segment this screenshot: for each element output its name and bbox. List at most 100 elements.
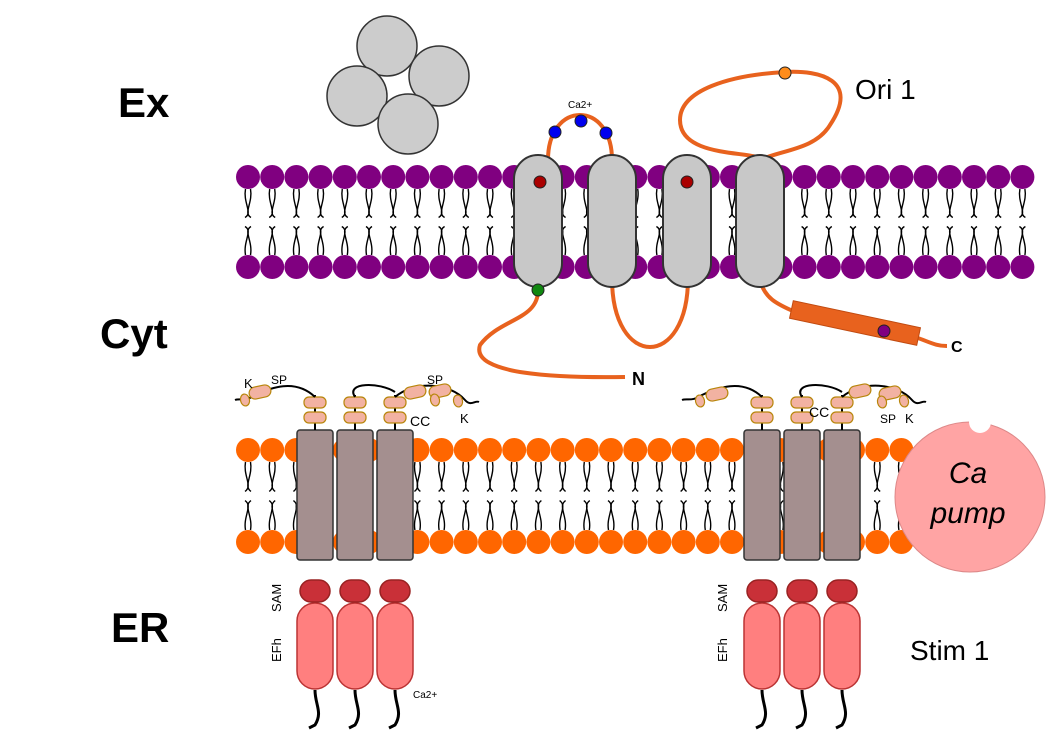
stim-tail-bead	[452, 394, 464, 408]
ca-pump-line-2: pump	[929, 497, 1005, 530]
er-lipid-tail	[486, 461, 494, 531]
cc-domain	[830, 411, 854, 424]
sam-domain	[746, 579, 778, 603]
er-lipid-head	[574, 438, 599, 462]
er-lipid-tail	[244, 461, 252, 531]
er-lipid-head	[695, 530, 720, 554]
er-lipid-head	[526, 530, 551, 554]
plasma-lipid-head	[962, 255, 986, 279]
orai-helix-3	[662, 154, 712, 288]
er-lipid-tail	[704, 461, 712, 531]
plasma-lipid-head	[937, 165, 962, 189]
ca-ion-dot-icon	[548, 125, 562, 139]
cc-domain	[383, 411, 407, 424]
plasma-lipid-head	[841, 165, 865, 189]
efh-domain	[743, 602, 781, 690]
plasma-lipid-head	[381, 165, 406, 189]
stim-sp-label-right: SP	[880, 412, 896, 426]
sam-domain	[339, 579, 371, 603]
orai-helix-2	[587, 154, 637, 288]
orai-extracellular-loop-2	[677, 69, 843, 162]
plasma-lipid-tail	[946, 188, 954, 256]
stim-tail-bead	[239, 393, 251, 407]
er-lipid-head	[236, 530, 260, 554]
plasma-lipid-tail	[341, 188, 349, 256]
plasma-lipid-tail	[389, 188, 397, 256]
er-lipid-tail	[607, 461, 615, 531]
plasma-lipid-tail	[268, 188, 276, 256]
er-lipid-head	[478, 530, 502, 554]
plasma-lipid-head	[308, 165, 333, 189]
stim-monomer	[823, 395, 861, 730]
stim-transmembrane	[336, 429, 374, 561]
plasma-lipid-tail	[1018, 188, 1027, 256]
er-lipid-head	[429, 438, 454, 462]
stim-tail-bead	[403, 384, 427, 400]
plasma-lipid-head	[937, 255, 962, 279]
stim-transmembrane	[376, 429, 414, 561]
plasma-lipid-head	[1010, 255, 1035, 279]
er-lipid-head	[260, 438, 285, 462]
er-lipid-head	[599, 438, 623, 462]
plasma-lipid-head	[381, 255, 406, 279]
stim-monomer	[336, 395, 374, 730]
stim-sam-label-left: SAM	[269, 584, 284, 612]
plasma-lipid-head	[332, 165, 357, 189]
sam-domain	[299, 579, 331, 603]
stim-tail-bead	[705, 386, 729, 402]
plasma-lipid-head	[308, 255, 333, 279]
plasma-lipid-head	[865, 255, 890, 279]
stim-sp-label-left: SP	[271, 373, 287, 387]
stim-k-label-right: K	[905, 411, 914, 426]
stim-ca-label: Ca2+	[413, 690, 437, 701]
plasma-lipid-head	[792, 255, 817, 279]
plasma-lipid-head	[405, 165, 430, 189]
er-lipid-head	[478, 438, 502, 462]
plasma-lipid-head	[332, 255, 357, 279]
plasma-lipid-tail	[655, 188, 664, 256]
er-lipid-head	[671, 530, 696, 554]
er-lipid-tail	[631, 461, 639, 531]
plasma-lipid-head	[284, 255, 309, 279]
stim-c-terminal-tails	[681, 383, 927, 409]
plasma-lipid-head	[405, 255, 430, 279]
er-lipid-tail	[437, 461, 446, 531]
plasma-lipid-tail	[897, 188, 906, 256]
er-lipid-head	[623, 530, 648, 554]
residue-dot-icon	[533, 175, 547, 189]
plasma-lipid-tail	[970, 188, 978, 256]
stim-name: Stim 1	[910, 635, 989, 666]
sam-domain	[826, 579, 858, 603]
plasma-lipid-tail	[994, 188, 1002, 256]
plasma-lipid-tail	[292, 188, 301, 256]
stim-tail-bead	[876, 395, 888, 409]
er-lipid-tail	[558, 461, 567, 531]
er-lipid-head	[865, 530, 890, 554]
stim-transmembrane	[296, 429, 334, 561]
ca-ion-dot-icon	[574, 114, 588, 128]
plasma-lipid-tail	[486, 188, 494, 256]
cc-domain	[383, 396, 407, 409]
plasma-lipid-head	[429, 255, 454, 279]
sam-domain	[379, 579, 411, 603]
er-lipid-head	[453, 530, 478, 554]
er-lipid-tail	[534, 461, 543, 531]
orai-ca-label: Ca2+	[568, 100, 592, 111]
stim-monomer	[743, 395, 781, 730]
er-lipid-head	[502, 438, 527, 462]
region-label-er: ER	[111, 604, 169, 651]
stim-sp-label-left-2: SP	[427, 373, 443, 387]
er-lipid-head	[429, 530, 454, 554]
er-lipid-head	[453, 438, 478, 462]
efh-domain	[296, 602, 334, 690]
residue-dot-icon	[531, 283, 545, 297]
er-lipid-head	[623, 438, 648, 462]
er-lipid-head	[647, 438, 672, 462]
plasma-lipid-head	[913, 255, 938, 279]
er-lipid-tail	[679, 461, 688, 531]
vesicle-cluster-icon	[326, 15, 470, 155]
cc-domain	[303, 396, 327, 409]
stim-cluster-right	[681, 383, 927, 730]
residue-dot-icon	[680, 175, 694, 189]
er-lipid-tail	[655, 461, 664, 531]
